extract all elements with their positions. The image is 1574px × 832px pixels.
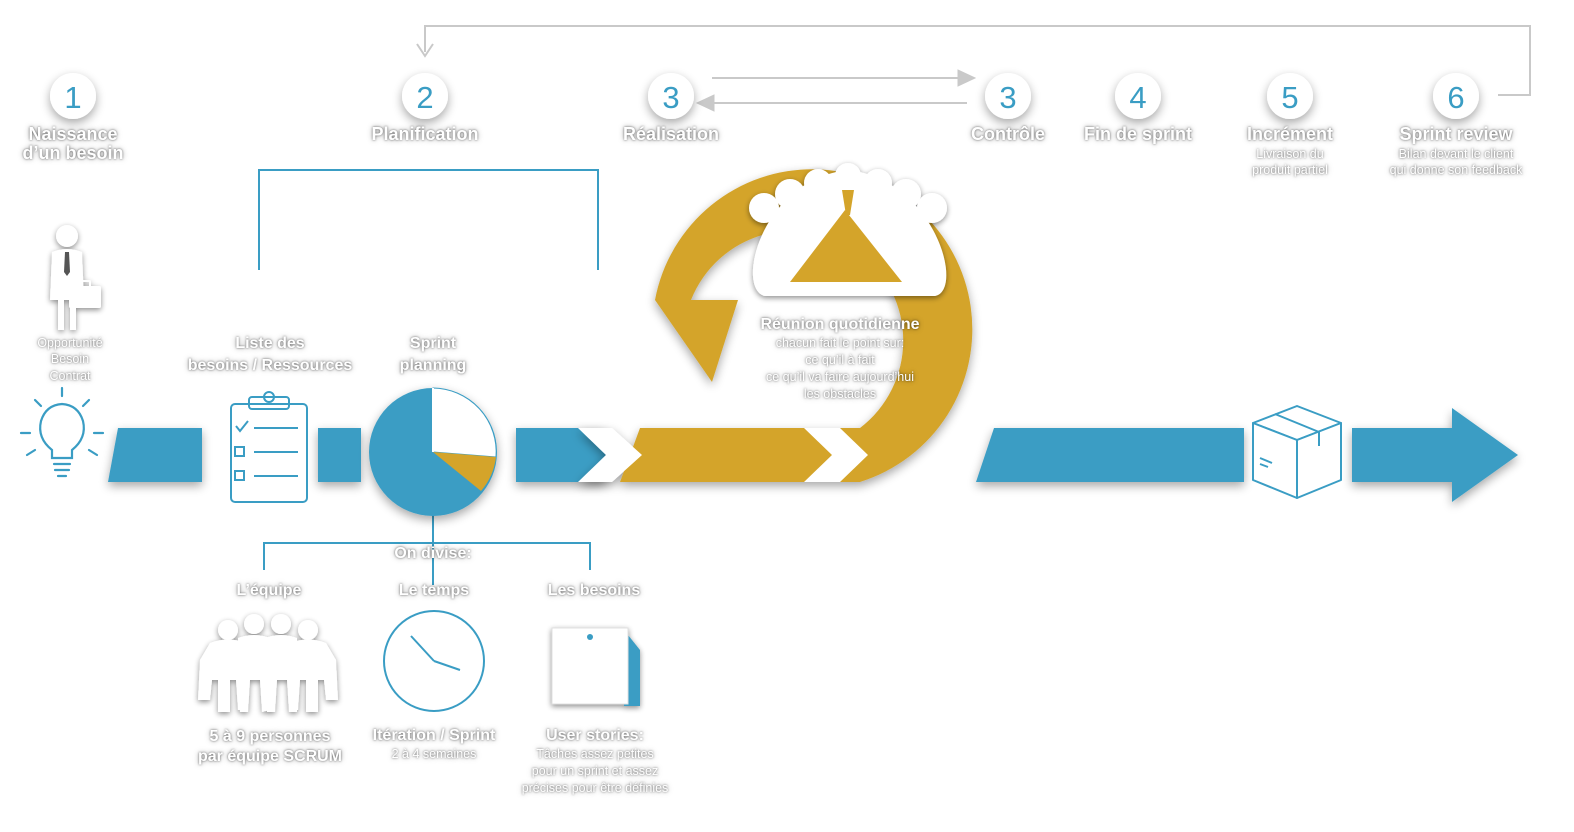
division-time-title: Le temps — [398, 582, 470, 599]
clipboard-icon — [230, 391, 308, 503]
daily-meeting-title: Réunion quotidienne — [760, 316, 920, 333]
daily-meeting-lines: chacun fait le point sur: ce qu’il à fai… — [765, 336, 914, 401]
team-icon — [198, 614, 338, 712]
step-number-3a: 3 — [662, 80, 679, 115]
lightbulb-icon — [19, 386, 105, 478]
realisation-controle-arrows — [695, 69, 977, 112]
step-circle-1 — [50, 73, 96, 119]
division-team-title: L’équipe — [236, 582, 302, 599]
planification-bracket — [258, 169, 599, 270]
step-title-6: Sprint review — [1399, 124, 1513, 144]
divide-bracket — [263, 512, 591, 585]
step-number-1: 1 — [64, 80, 81, 115]
businessman-caption: Opportunité Besoin Contrat — [37, 336, 103, 383]
step-circle-3a — [648, 73, 694, 119]
sprint-planning-label: Sprint planning — [399, 335, 467, 374]
divide-label: On divise: — [394, 545, 472, 562]
step-subtitle-5: Livraison du produit partiel — [1252, 147, 1328, 178]
step-circle-6 — [1433, 73, 1479, 119]
package-box-icon — [1252, 405, 1342, 499]
step-circle-2 — [402, 73, 448, 119]
step-number-3b: 3 — [999, 80, 1016, 115]
step-title-1: Naissance d’un besoin — [22, 124, 124, 164]
needs-caption: User stories: — [546, 727, 644, 744]
businessman-icon — [50, 225, 101, 330]
step-title-2: Planification — [371, 124, 479, 144]
team-caption: 5 à 9 personnes par équipe SCRUM — [197, 728, 342, 765]
step-number-4: 4 — [1129, 80, 1146, 115]
step-number-2: 2 — [416, 80, 433, 115]
step-circle-4 — [1115, 73, 1161, 119]
clock-icon — [383, 610, 485, 712]
meeting-table-icon — [749, 163, 947, 296]
time-caption: Itération / Sprint — [372, 727, 496, 744]
time-caption-sub: 2 à 4 semaines — [391, 747, 477, 761]
needs-caption-sub: Tâches assez petites pour un sprint et a… — [521, 747, 669, 795]
step-circle-3b — [985, 73, 1031, 119]
division-needs-title: Les besoins — [547, 582, 641, 599]
step-number-5: 5 — [1281, 80, 1298, 115]
step-title-3b: Contrôle — [971, 124, 1045, 144]
step-subtitle-6: Bilan devant le client qui donne son fee… — [1389, 147, 1523, 178]
step-number-6: 6 — [1447, 80, 1464, 115]
sticky-note-icon — [551, 627, 640, 706]
step-title-4: Fin de sprint — [1084, 124, 1192, 144]
backlog-label: Liste des besoins / Ressources — [187, 335, 353, 374]
pie-chart-icon — [369, 387, 497, 516]
feedback-loop-arrow — [416, 25, 1531, 96]
arrow-head-icon — [1452, 408, 1518, 502]
step-title-5: Incrément — [1246, 124, 1334, 144]
step-title-3a: Réalisation — [622, 124, 720, 144]
step-circle-5 — [1267, 73, 1313, 119]
